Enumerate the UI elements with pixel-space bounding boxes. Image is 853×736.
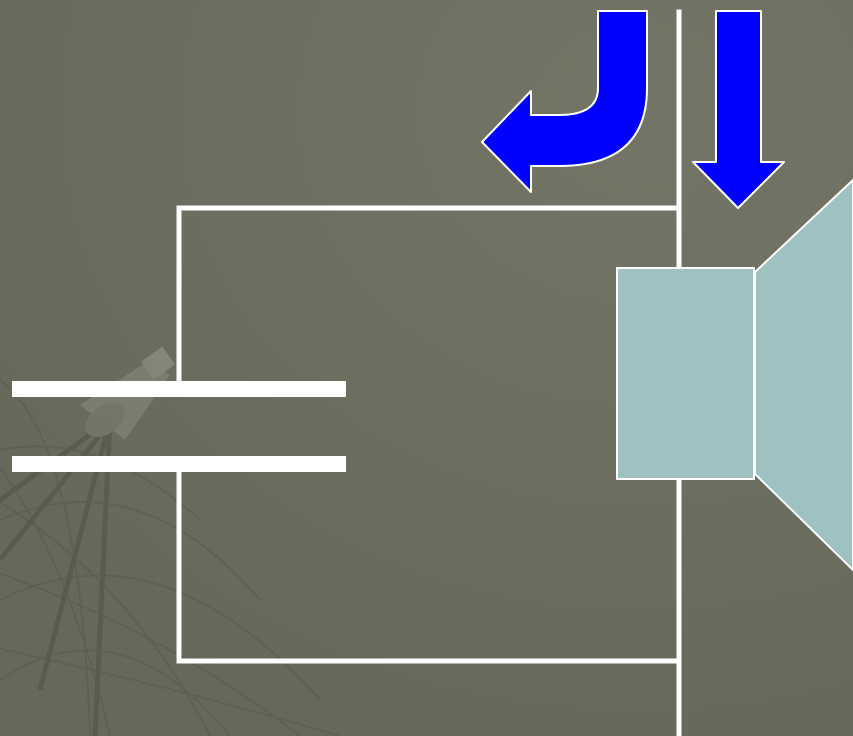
- down-arrow-icon: [692, 10, 785, 209]
- circuit-wires: [176, 9, 682, 736]
- speaker-magnet: [616, 267, 755, 480]
- capacitor-plate-bottom: [12, 456, 346, 472]
- capacitor: [12, 381, 346, 472]
- return-arrow-icon: [481, 10, 648, 193]
- speaker-icon: [616, 178, 853, 572]
- capacitor-plate-top: [12, 381, 346, 397]
